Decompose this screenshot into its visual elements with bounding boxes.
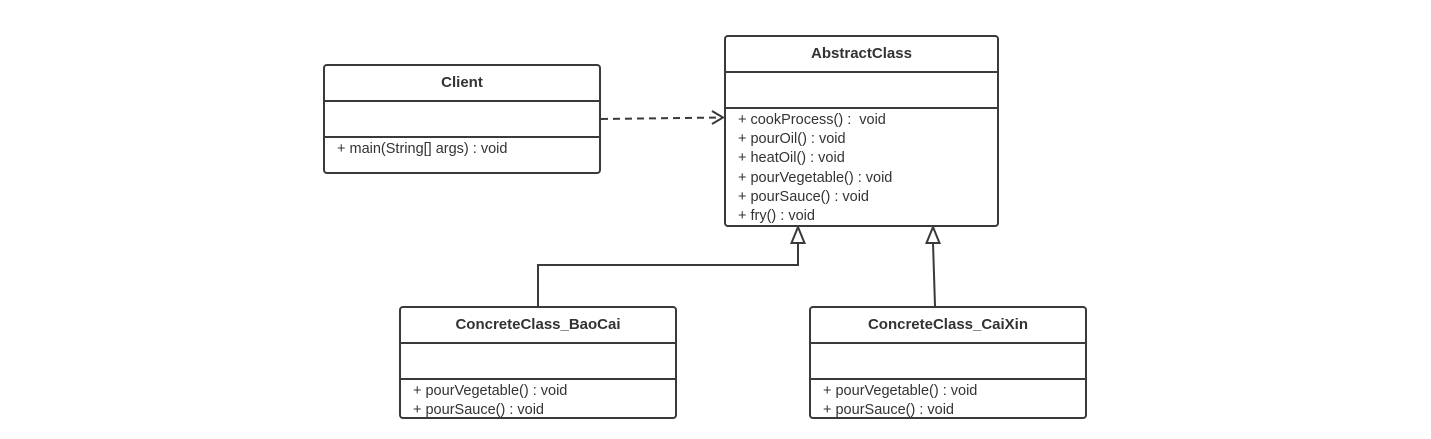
class-abstract[interactable]: AbstractClass + cookProcess() : void + p… — [724, 35, 999, 227]
operation: + pourVegetable() : void — [413, 383, 568, 399]
attributes-compartment — [401, 344, 675, 380]
generalization-line — [932, 242, 936, 307]
dependency-client-abstract — [600, 110, 725, 125]
operations-compartment: + pourVegetable() : void + pourSauce() :… — [401, 380, 675, 419]
class-name: AbstractClass — [726, 37, 997, 73]
operation: + pourOil() : void — [738, 131, 846, 148]
generalization-baocai-abstract — [537, 224, 806, 306]
open-arrowhead-icon — [711, 110, 725, 125]
hollow-triangle-icon — [790, 224, 806, 244]
operation: + pourSauce() : void — [738, 188, 869, 205]
class-name: ConcreteClass_BaoCai — [401, 308, 675, 344]
attributes-compartment — [726, 73, 997, 109]
operation: + pourSauce() : void — [413, 402, 544, 419]
dependency-line — [600, 116, 723, 120]
hollow-triangle-icon — [925, 224, 941, 244]
class-name: Client — [325, 66, 599, 102]
class-concrete-baocai[interactable]: ConcreteClass_BaoCai + pourVegetable() :… — [399, 306, 677, 419]
attributes-compartment — [325, 102, 599, 138]
generalization-line — [537, 243, 799, 306]
class-name: ConcreteClass_CaiXin — [811, 308, 1085, 344]
operations-compartment: + main(String[] args) : void — [325, 138, 599, 159]
operation: + pourVegetable() : void — [738, 169, 893, 186]
operations-compartment: + cookProcess() : void + pourOil() : voi… — [726, 109, 997, 225]
operation: + pourVegetable() : void — [823, 383, 978, 399]
operation: + pourSauce() : void — [823, 402, 954, 419]
attributes-compartment — [811, 344, 1085, 380]
operation: + main(String[] args) : void — [337, 141, 508, 157]
operation: + cookProcess() : void — [738, 112, 886, 128]
class-concrete-caixin[interactable]: ConcreteClass_CaiXin + pourVegetable() :… — [809, 306, 1087, 419]
generalization-caixin-abstract — [925, 224, 941, 307]
operations-compartment: + pourVegetable() : void + pourSauce() :… — [811, 380, 1085, 419]
class-client[interactable]: Client + main(String[] args) : void — [323, 64, 601, 174]
operation: + heatOil() : void — [738, 150, 845, 167]
operation: + fry() : void — [738, 207, 815, 224]
